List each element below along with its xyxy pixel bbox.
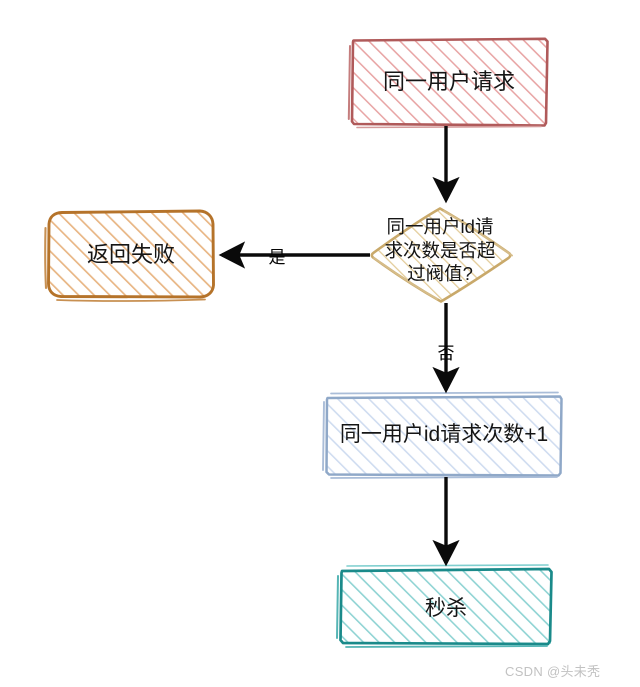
node-seckill-outline-sketch2 [345, 645, 548, 648]
edge-label-no: 否 [437, 344, 455, 363]
node-start-outline-sketch [347, 45, 351, 120]
node-fail-outline [47, 209, 215, 299]
node-increment-outline-sketch2 [330, 476, 558, 479]
node-decision[interactable] [370, 207, 513, 303]
watermark: CSDN @头未秃 [505, 664, 601, 679]
node-seckill-outline [339, 567, 553, 646]
node-start-outline [350, 37, 549, 127]
node-decision-outline-sketch2 [373, 257, 438, 300]
node-fail-outline-sketch [44, 226, 48, 290]
node-seckill-fill [341, 570, 551, 644]
node-fail-outline-sketch2 [56, 298, 206, 302]
node-seckill-outline-sketch [336, 575, 339, 639]
node-decision-fill [371, 208, 511, 302]
node-increment-outline [325, 395, 563, 477]
node-start-outline-sketch2 [356, 125, 542, 129]
node-seckill-outline-sketch3 [346, 564, 549, 567]
node-increment-outline-sketch [322, 401, 325, 471]
node-decision-outline-sketch [443, 210, 513, 257]
node-start-fill [352, 40, 546, 125]
node-seckill[interactable] [336, 564, 553, 648]
node-increment-outline-sketch3 [330, 391, 559, 395]
node-fail-fill [49, 212, 213, 296]
node-increment[interactable] [322, 391, 563, 479]
node-fail[interactable] [44, 209, 215, 302]
edge-label-yes: 是 [268, 248, 286, 267]
node-increment-fill [327, 397, 561, 475]
node-start[interactable] [347, 37, 549, 129]
